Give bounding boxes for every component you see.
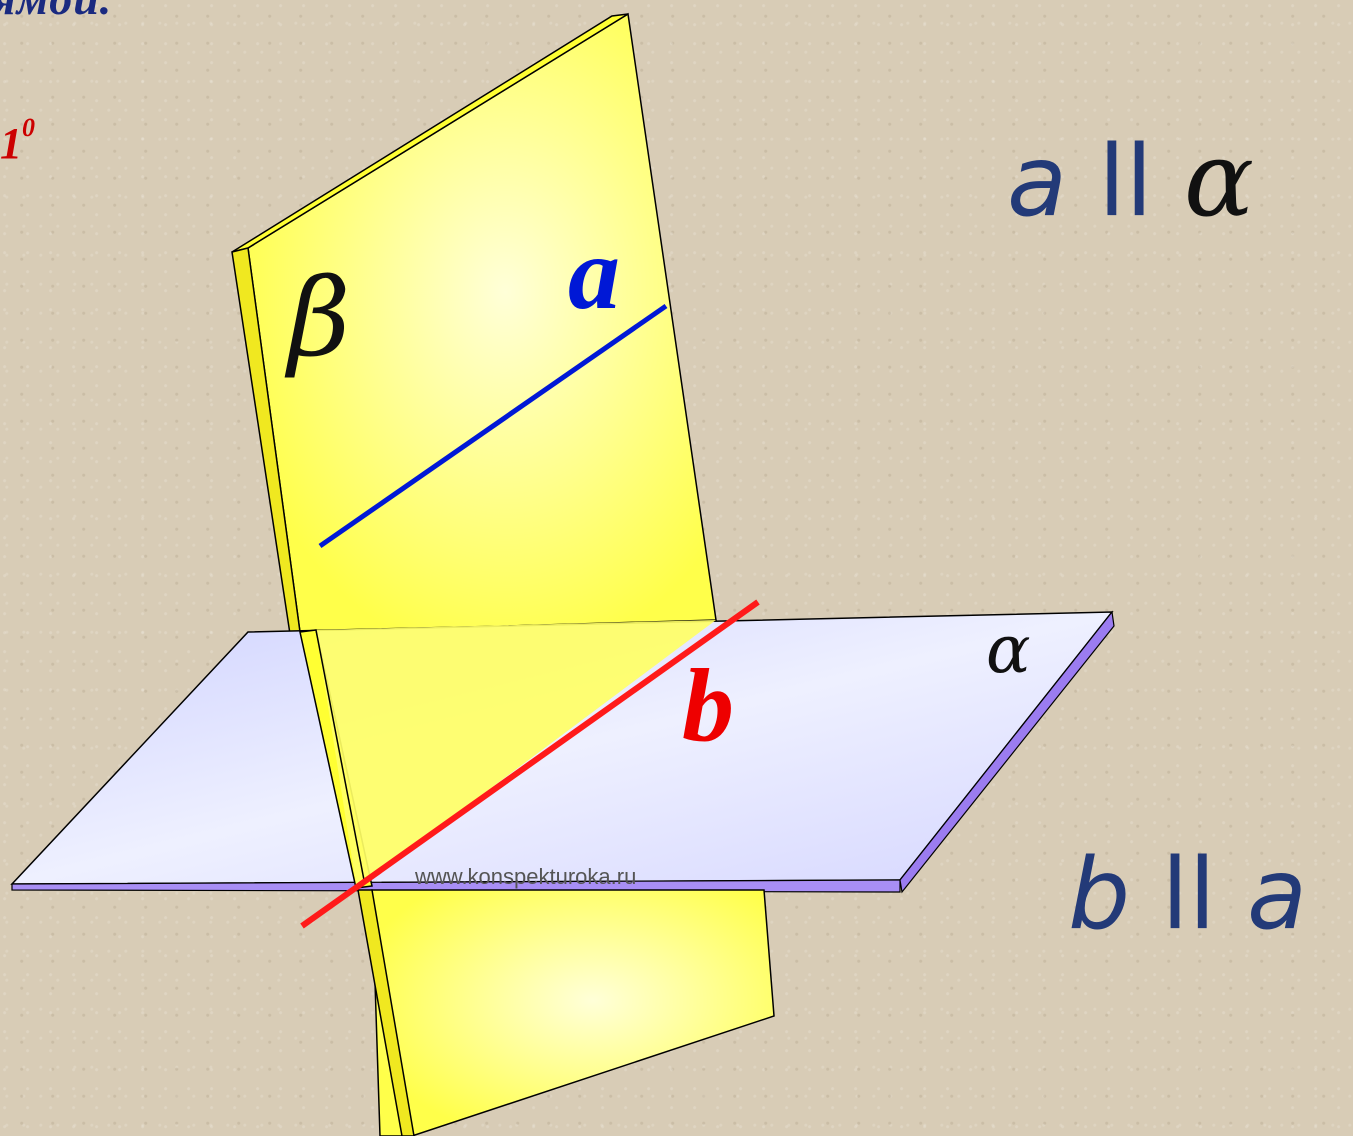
watermark: www.konspekturoka.ru <box>415 864 637 889</box>
label-a: a <box>568 216 620 331</box>
label-beta: β <box>284 256 350 381</box>
relation-left: a <box>1007 125 1068 239</box>
theorem-number-value: 1 <box>0 119 22 168</box>
plane-beta-lower <box>357 889 775 1136</box>
relation-right: α <box>1183 118 1255 240</box>
relation-b-parallel-a: b ll a <box>1068 838 1307 952</box>
plane-beta-front-face <box>316 620 716 884</box>
theorem-number: 10 <box>0 113 35 169</box>
plane-beta <box>231 12 717 635</box>
label-alpha-plane: α <box>986 611 1031 688</box>
header-fragment: ямой. <box>0 0 112 25</box>
parallel-symbol: ll <box>1098 125 1153 239</box>
relation-a-parallel-alpha: a ll α <box>1007 118 1254 240</box>
line-a <box>318 303 668 549</box>
theorem-number-superscript: 0 <box>22 113 35 143</box>
relation-right: a <box>1247 838 1308 952</box>
plane-alpha <box>10 610 1115 894</box>
line-b <box>300 599 760 929</box>
relation-left: b <box>1068 838 1131 952</box>
parallel-symbol: ll <box>1161 838 1216 952</box>
label-b: b <box>682 648 734 763</box>
